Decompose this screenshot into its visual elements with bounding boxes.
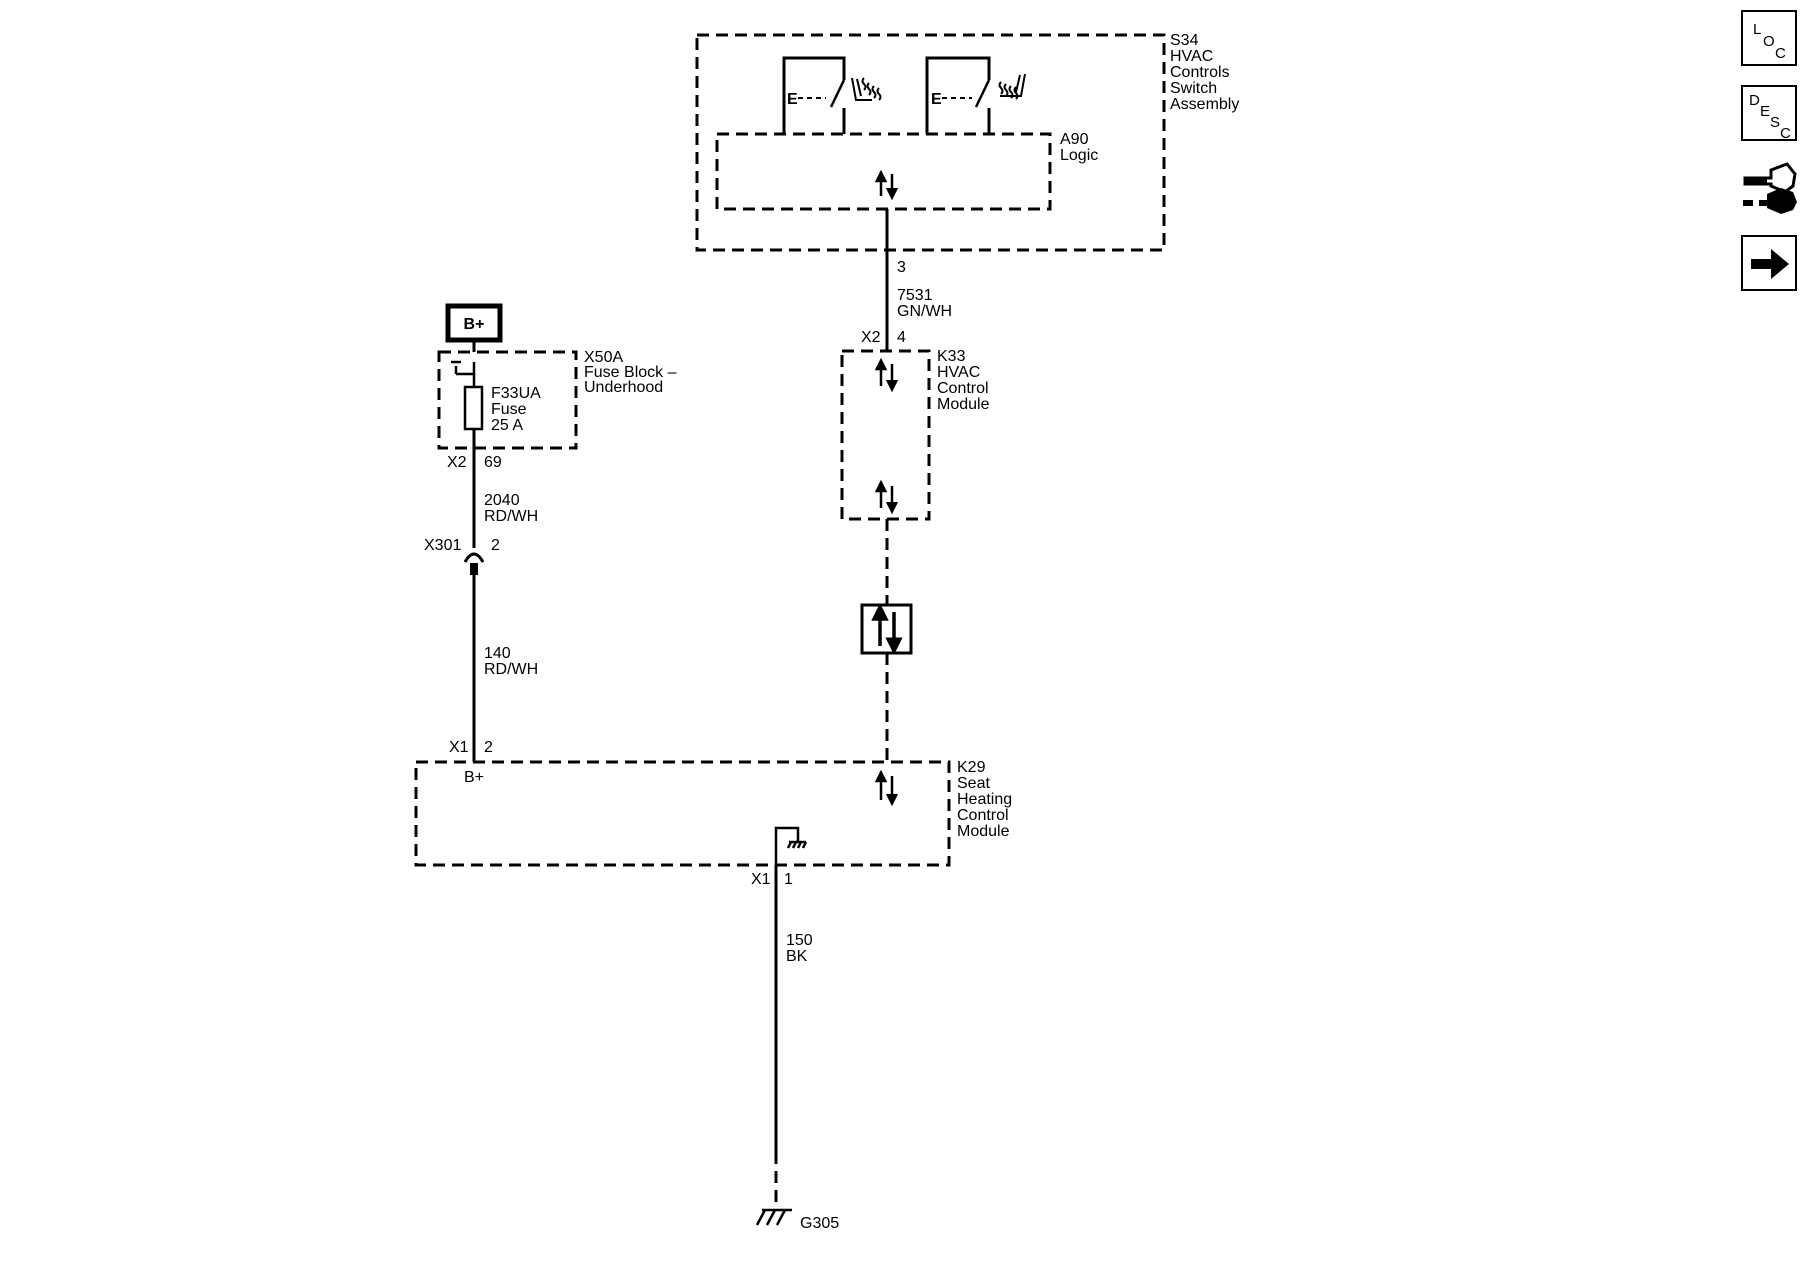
seat-heater-icon-2	[998, 73, 1026, 100]
s34-pin: 3	[897, 259, 906, 276]
serial-data-box	[860, 603, 913, 655]
k29-line-3: Control	[957, 807, 1009, 824]
loc-letter-1: L	[1753, 21, 1761, 38]
a90-label: A90 Logic	[1060, 131, 1098, 164]
a90-data-arrows	[874, 169, 899, 201]
desc-letter-3: S	[1770, 114, 1780, 131]
k29-bplus-connector: X1	[449, 739, 469, 756]
diagram-text: E	[787, 91, 798, 108]
k33-line-3: Module	[937, 396, 990, 413]
x50a-label: X50A Fuse Block – Underhood	[584, 349, 677, 396]
loc-letter-2: O	[1763, 33, 1775, 50]
connector-icon	[1743, 162, 1797, 214]
next-button[interactable]	[1741, 235, 1797, 291]
k33-data-arrows-top	[874, 357, 899, 393]
k33-line-2: Control	[937, 380, 989, 397]
desc-letter-4: C	[1780, 125, 1791, 142]
loc-button[interactable]: L O C	[1741, 10, 1797, 66]
desc-button[interactable]: D E S C	[1741, 85, 1797, 142]
k33-pin: 4	[897, 329, 906, 346]
battery-label: B+	[464, 316, 485, 333]
x50a-ref: X50A	[584, 349, 623, 366]
wire-150-color: BK	[786, 948, 808, 965]
fuse-ref: F33UA	[491, 385, 541, 402]
x50a-box	[437, 350, 578, 450]
fuse-block-bus	[451, 360, 476, 387]
seat-heater-icon-1	[851, 77, 882, 101]
arrow-right-icon	[1751, 249, 1789, 279]
connector-button[interactable]	[1741, 156, 1799, 220]
wire-140-circuit: 140	[484, 645, 511, 662]
desc-icon: D E S C	[1749, 92, 1791, 142]
k33-data-arrows-bottom	[874, 479, 899, 515]
wire-140-color: RD/WH	[484, 661, 538, 678]
s34-label: S34 HVAC Controls Switch Assembly	[1170, 32, 1239, 113]
k29-internal-ground	[774, 826, 808, 865]
x301-connector	[463, 552, 485, 563]
s34-ref: S34	[1170, 32, 1199, 49]
x50a-line-2: Underhood	[584, 379, 663, 396]
x50a-line-1: Fuse Block –	[584, 364, 677, 381]
loc-icon: L O C	[1753, 21, 1786, 62]
wire-150-circuit: 150	[786, 932, 813, 949]
k29-line-2: Heating	[957, 791, 1012, 808]
a90-ref: A90	[1060, 131, 1089, 148]
k29-ground-pin: 1	[784, 871, 793, 888]
fuse-connector: X2	[447, 454, 467, 471]
serial-data-arrows	[871, 603, 903, 655]
wire-7531-color: GN/WH	[897, 303, 952, 320]
desc-letter-2: E	[1760, 103, 1770, 120]
fuse-f33ua	[463, 385, 484, 431]
k29-line-1: Seat	[957, 775, 990, 792]
a90-box	[715, 132, 1052, 211]
s34-line-4: Assembly	[1170, 96, 1239, 113]
k33-label: K33 HVAC Control Module	[937, 348, 990, 413]
s34-line-2: Controls	[1170, 64, 1230, 81]
k29-ground-connector: X1	[751, 871, 771, 888]
desc-letter-1: D	[1749, 92, 1760, 109]
k33-connector: X2	[861, 329, 881, 346]
wire-2040-circuit: 2040	[484, 492, 520, 509]
k29-ref: K29	[957, 759, 986, 776]
s34-line-1: HVAC	[1170, 48, 1213, 65]
k29-box	[414, 760, 951, 867]
k33-ref: K33	[937, 348, 966, 365]
s34-box	[695, 33, 1166, 252]
ground-label: G305	[800, 1215, 839, 1232]
k29-line-4: Module	[957, 823, 1010, 840]
fuse-line-1: Fuse	[491, 401, 527, 418]
seat-heat-switch-2: E	[925, 56, 991, 134]
x301-pin: 2	[491, 537, 500, 554]
wire-2040-color: RD/WH	[484, 508, 538, 525]
seat-heat-switch-1: E	[782, 56, 846, 134]
k29-bplus-pin: 2	[484, 739, 493, 756]
wire-7531-circuit: 7531	[897, 287, 933, 304]
fuse-pin: 69	[484, 454, 502, 471]
fuse-line-2: 25 A	[491, 417, 523, 434]
k33-line-1: HVAC	[937, 364, 980, 381]
k29-label: K29 Seat Heating Control Module	[957, 759, 1012, 840]
ground-symbol-g305	[755, 1208, 792, 1226]
s34-line-3: Switch	[1170, 80, 1217, 97]
k29-data-arrows	[874, 769, 899, 807]
a90-line-1: Logic	[1060, 147, 1098, 164]
x301-label: X301	[424, 537, 461, 554]
fuse-label: F33UA Fuse 25 A	[491, 385, 541, 434]
k33-box	[840, 349, 931, 521]
diagram-text: E	[931, 91, 942, 108]
k29-bplus-pin-label: B+	[464, 769, 484, 786]
loc-letter-3: C	[1775, 45, 1786, 62]
